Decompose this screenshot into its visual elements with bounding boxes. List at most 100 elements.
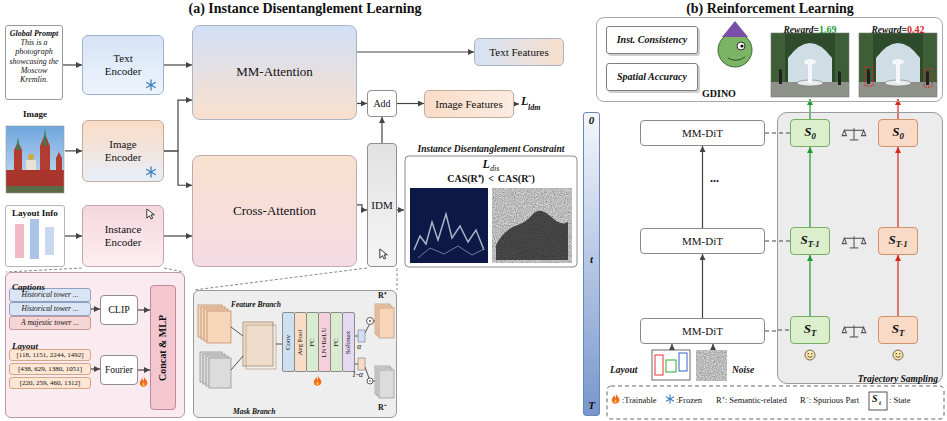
connector [65, 235, 82, 236]
node-text: S [804, 124, 811, 139]
text-row: Global Prompt [10, 29, 59, 38]
panel-ground [193, 290, 397, 418]
label-text: (b) Reinforcement Learning [640, 1, 900, 16]
state-box: ST-1 [790, 227, 830, 255]
text-row: S0 [804, 125, 816, 141]
timestep-bar: 0tT [583, 112, 600, 416]
label-text: L [521, 95, 528, 108]
node-text: CAS(R⁺) [447, 173, 484, 184]
layout-row: [220, 259, 460, 1312] [9, 377, 91, 389]
node-text: Conv [284, 334, 292, 349]
connector [91, 368, 100, 369]
node-text: CLIP [108, 304, 130, 315]
connector [809, 147, 810, 227]
idm-box: IDM [367, 143, 397, 267]
node-text: S [800, 232, 807, 247]
node-text: Global Prompt [10, 29, 59, 38]
caption-pill: Historical tower ... [9, 288, 91, 303]
state-box: S0 [878, 119, 918, 147]
text-row: [220, 259, 460, 1312] [20, 379, 81, 387]
feature-box: Text Features [474, 38, 564, 66]
connector [809, 99, 810, 119]
node-text: 1.69 [819, 24, 837, 35]
node-text: Reward= [784, 25, 820, 35]
connector [702, 254, 703, 318]
attention-block: MM-Attention [192, 25, 357, 120]
node-text: Layout Info [12, 208, 58, 218]
text-row: ST [892, 322, 905, 338]
node-text: MM-DiT [682, 235, 723, 247]
node-text: [438, 629, 1380, 1051] [18, 365, 82, 373]
legend-text: R⁻: Spurious Part [800, 396, 859, 405]
prompt-box: Global PromptThis is a photograph showca… [5, 25, 63, 100]
node-text: 0.42 [907, 24, 925, 35]
node-text: [118, 1151, 2244, 1492] [16, 351, 83, 359]
node-text: Text Encoder [105, 52, 142, 77]
connector [712, 344, 713, 350]
node-text: This is a photograph showcasing the Mosc… [9, 38, 58, 84]
text-row: Inst. Consistency [617, 34, 688, 46]
reward-image: Reward=0.42 [857, 19, 939, 99]
node-text: S [888, 232, 895, 247]
label-text: R⁺ [378, 292, 387, 301]
label-text: α [357, 343, 361, 352]
label-text: ... [710, 172, 719, 185]
text-row: Reward=1.69 [784, 19, 837, 37]
node-text: FC [308, 338, 316, 347]
text-row: GDINO [702, 83, 736, 101]
node-text: Feature Branch [231, 300, 281, 309]
text-row: Add [373, 98, 390, 110]
text-row: Noise [732, 359, 754, 377]
node-text: Inst. Consistency [617, 34, 688, 45]
text-row: Feature Branch [231, 293, 281, 311]
noise-thumb: Noise [694, 350, 770, 381]
feature-box: Image Features [424, 90, 514, 118]
node-text: Noise [732, 365, 754, 375]
text-row: Conv [285, 334, 292, 349]
node-text: T [588, 399, 595, 411]
label-text: ldm [528, 104, 540, 113]
text-row: Fourier [105, 365, 133, 376]
encoder-detail-panel: CaptionsLayoutHistorical tower ...Histor… [5, 272, 185, 418]
text-row: Cross-Attention [233, 204, 316, 219]
connector [897, 147, 898, 227]
node-text: Layout [610, 365, 637, 375]
connector [164, 64, 192, 65]
text-row: Text Encoder [95, 52, 151, 77]
connector [164, 100, 192, 151]
trajectory-panel: Trajectory SamplingS0S0ST-1ST-1STST [777, 112, 943, 384]
legend-text: : State [889, 396, 910, 405]
connector [671, 344, 672, 350]
connector [65, 150, 82, 151]
connector [357, 51, 474, 52]
mlp-box: Concat & MLP [150, 285, 176, 410]
text-row: Avg Pool [297, 329, 304, 355]
image-frame: Image [5, 109, 65, 197]
text-row: MM-DiT [682, 127, 723, 140]
text-row: [438, 629, 1380, 1051] [18, 365, 82, 373]
node-text: T-1 [896, 239, 908, 249]
node-text: MM-DiT [682, 127, 723, 139]
text-row: ST [804, 322, 817, 338]
node-text: Image [23, 109, 47, 119]
text-row: Historical tower ... [22, 305, 79, 314]
attention-block: Cross-Attention [192, 155, 357, 267]
connector [809, 255, 810, 316]
layout-row: [118, 1151, 2244, 1492] [9, 349, 91, 361]
text-row: Concat & MLP [158, 314, 168, 380]
layer-box: Softmax [342, 312, 355, 372]
node-text: 0 [589, 114, 595, 126]
state-box: S0 [790, 119, 830, 147]
text-row: LN+ReLU [321, 327, 328, 357]
text-row: Image Features [435, 98, 503, 111]
caption-pill: Historical tower ... [9, 302, 91, 317]
layout-row: [438, 629, 1380, 1051] [9, 363, 91, 375]
text-row: Text Features [489, 46, 548, 59]
text-row: T [584, 399, 599, 412]
state-box: ST-1 [878, 227, 918, 255]
node-text: T [811, 328, 816, 338]
text-row: Image Encoder [95, 138, 151, 163]
node-text: Softmax [344, 330, 352, 354]
